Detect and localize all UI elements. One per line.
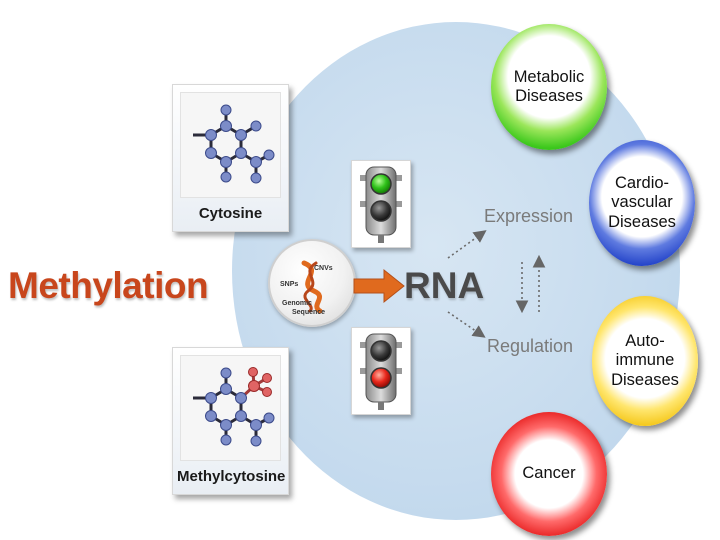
auto-line-3: Diseases (611, 370, 679, 389)
regulation-arrow (447, 311, 486, 338)
methylcytosine-label: Methylcytosine (177, 468, 286, 485)
traffic-light-green-icon (360, 166, 402, 243)
cardio-line-2: vascular (611, 193, 673, 212)
genomic-label: Genomic (282, 300, 312, 307)
expression-label: Expression (484, 206, 574, 226)
cytosine-structure-frame (180, 92, 281, 198)
metabolic-line-1: Metabolic (513, 67, 585, 86)
expression-arrow (447, 230, 487, 259)
methylation-title: Methylation (8, 265, 209, 306)
autoimmune-diseases-label: Auto- immune Diseases (611, 332, 679, 390)
cardiovascular-diseases-label: Cardio- vascular Diseases (608, 174, 676, 232)
snps-label: SNPs (280, 281, 299, 288)
cnvs-label: CNVs (314, 265, 333, 272)
methylation-to-rna-arrow (353, 268, 405, 304)
cancer-line-1: Cancer (522, 464, 576, 483)
autoimmune-diseases-circle: Auto- immune Diseases (592, 296, 698, 426)
metabolic-diseases-circle: Metabolic Diseases (491, 24, 607, 150)
rna-label: RNA (404, 265, 485, 306)
cytosine-label: Cytosine (198, 205, 263, 222)
methylcytosine-panel: Methylcytosine (172, 347, 289, 495)
auto-line-1: Auto- (625, 331, 665, 350)
cardio-line-1: Cardio- (614, 173, 670, 192)
traffic-light-green (351, 160, 411, 248)
traffic-light-red-icon (360, 333, 402, 410)
cancer-circle: Cancer (491, 412, 607, 536)
cytosine-panel: Cytosine (172, 84, 289, 232)
cardio-line-3: Diseases (608, 212, 676, 231)
cytosine-molecule-icon (193, 104, 275, 184)
cardiovascular-diseases-circle: Cardio- vascular Diseases (589, 140, 695, 266)
genome-badge: CNVs SNPs Genomic Sequence (268, 239, 356, 327)
auto-line-2: immune (615, 351, 675, 370)
sequence-label: Sequence (292, 309, 326, 316)
regulation-label: Regulation (487, 336, 574, 356)
dna-icon (301, 260, 323, 314)
cancer-label: Cancer (522, 464, 575, 483)
traffic-light-red (351, 327, 411, 415)
metabolic-diseases-label: Metabolic Diseases (514, 68, 585, 107)
methylcytosine-structure-frame (180, 355, 281, 461)
metabolic-line-2: Diseases (515, 87, 583, 105)
methylcytosine-molecule-icon (193, 367, 275, 447)
